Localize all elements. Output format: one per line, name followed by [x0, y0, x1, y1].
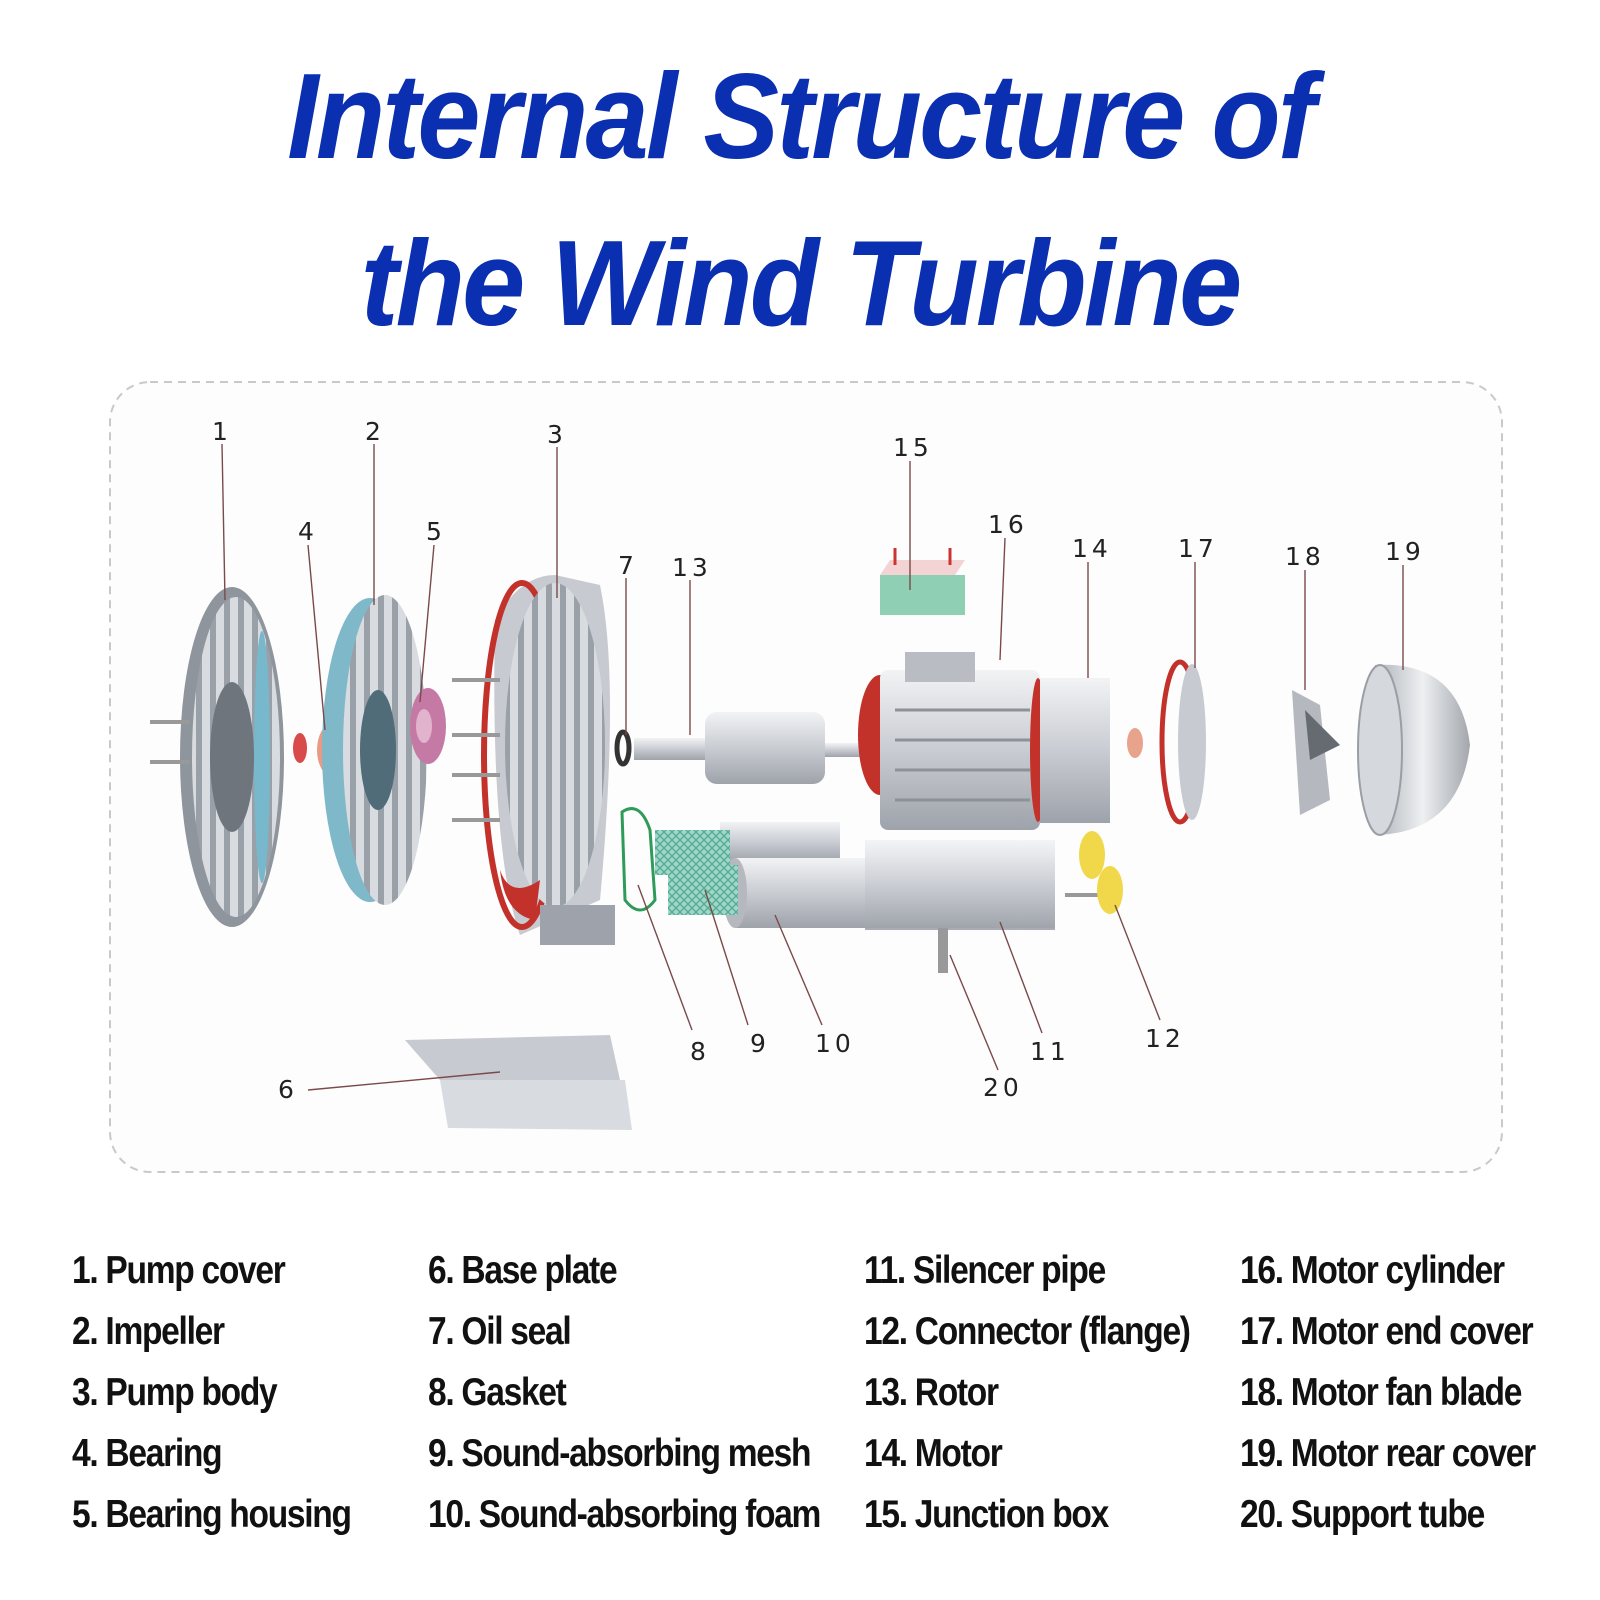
callout-11: 11 [1030, 1037, 1070, 1066]
oil-seal-part [614, 729, 632, 767]
legend-item: 9. Sound-absorbing mesh [428, 1432, 811, 1475]
callout-numbers: 1 2 3 4 5 6 7 8 9 10 11 12 13 14 15 16 1… [212, 417, 1425, 1104]
title-line-2: the Wind Turbine [360, 215, 1243, 351]
motor-end-cover-part [1127, 659, 1206, 825]
leader-lines [221, 443, 1404, 1091]
legend-column-4: 16. Motor cylinder 17. Motor end cover 1… [1240, 1240, 1583, 1545]
legend-item: 15. Junction box [864, 1493, 1109, 1536]
callout-12: 12 [1145, 1024, 1185, 1053]
callout-19: 19 [1385, 537, 1425, 566]
legend-item: 6. Base plate [428, 1249, 618, 1292]
legend-item: 11. Silencer pipe [864, 1249, 1106, 1292]
rotor-part [634, 712, 875, 784]
pump-cover-part [150, 587, 284, 927]
callout-5: 5 [426, 517, 446, 546]
motor-rear-cover-part [1357, 664, 1470, 836]
callout-10: 10 [815, 1029, 855, 1058]
connector-flange-part [1079, 831, 1123, 914]
legend-item: 10. Sound-absorbing foam [428, 1493, 821, 1536]
callout-18: 18 [1285, 542, 1325, 571]
bearing-housing-part [410, 688, 446, 764]
legend-item: 8. Gasket [428, 1371, 567, 1414]
gasket-part [620, 807, 657, 912]
legend-item: 16. Motor cylinder [1240, 1249, 1505, 1292]
callout-17: 17 [1178, 534, 1218, 563]
pump-body-part [452, 575, 615, 945]
callout-1: 1 [212, 417, 232, 446]
legend-column-1: 1. Pump cover 2. Impeller 3. Pump body 4… [72, 1240, 396, 1545]
legend-column-3: 11. Silencer pipe 12. Connector (flange)… [864, 1240, 1243, 1545]
legend-item: 18. Motor fan blade [1240, 1371, 1522, 1414]
title-line-1: Internal Structure of [287, 48, 1316, 184]
callout-4: 4 [298, 517, 318, 546]
legend-item: 7. Oil seal [428, 1310, 572, 1353]
callout-9: 9 [750, 1029, 770, 1058]
legend-item: 14. Motor [864, 1432, 1003, 1475]
legend-item: 3. Pump body [72, 1371, 278, 1414]
sound-absorbing-mesh-part [655, 830, 738, 915]
legend-item: 20. Support tube [1240, 1493, 1485, 1536]
legend-item: 2. Impeller [72, 1310, 225, 1353]
callout-20: 20 [983, 1073, 1023, 1102]
callout-7: 7 [618, 551, 638, 580]
impeller-part [322, 595, 427, 905]
callout-3: 3 [547, 420, 567, 449]
legend-item: 19. Motor rear cover [1240, 1432, 1536, 1475]
callout-2: 2 [365, 417, 385, 446]
callout-15: 15 [893, 433, 933, 462]
motor-part [858, 652, 1110, 830]
legend-column-2: 6. Base plate 7. Oil seal 8. Gasket 9. S… [428, 1240, 884, 1545]
motor-fan-blade-part [1292, 690, 1340, 815]
callout-8: 8 [690, 1037, 710, 1066]
legend-item: 12. Connector (flange) [864, 1310, 1191, 1353]
callout-16: 16 [988, 510, 1028, 539]
legend-item: 17. Motor end cover [1240, 1310, 1534, 1353]
callout-6: 6 [278, 1075, 298, 1104]
callout-13: 13 [672, 553, 712, 582]
junction-box-part [880, 548, 965, 615]
legend-item: 5. Bearing housing [72, 1493, 352, 1536]
legend-item: 13. Rotor [864, 1371, 999, 1414]
base-plate-part [405, 1035, 632, 1130]
legend-item: 1. Pump cover [72, 1249, 286, 1292]
parts-legend: 1. Pump cover 2. Impeller 3. Pump body 4… [0, 1240, 1600, 1560]
callout-14: 14 [1072, 534, 1112, 563]
legend-item: 4. Bearing [72, 1432, 223, 1475]
